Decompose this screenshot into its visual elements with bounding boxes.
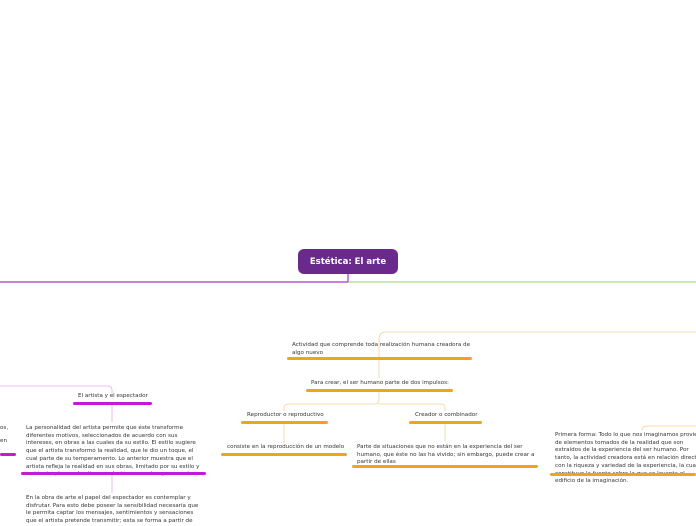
first-form-underline <box>550 473 696 476</box>
model-underline <box>221 453 347 456</box>
model-node[interactable]: consiste en la reproducción de un modelo <box>227 444 345 450</box>
first-form-node[interactable]: Primera forma: Todo lo que nos imaginamo… <box>555 432 696 485</box>
spectator-node[interactable]: En la obra de arte el papel del espectad… <box>26 495 199 525</box>
combinador-node[interactable]: Creador o combinador <box>415 412 478 418</box>
left-cut-node-2[interactable]: en <box>0 438 7 444</box>
impulses-node[interactable]: Para crear, el ser humano parte de dos i… <box>311 380 449 386</box>
artist-connector <box>0 385 113 393</box>
situations-underline <box>352 465 538 468</box>
combinador-connector <box>379 403 446 411</box>
central-topic[interactable]: Estética: El arte <box>298 249 398 274</box>
combinador-underline <box>409 421 482 424</box>
artist-personality-node[interactable]: La personalidad del artista permite que … <box>26 425 200 477</box>
artist-spectator-node[interactable]: El artista y el espectador <box>78 393 148 399</box>
reproductor-node[interactable]: Reproductor o reproductivo <box>247 412 324 418</box>
left-branch-line <box>0 274 349 283</box>
artist-personality-underline <box>21 472 206 475</box>
activity-underline <box>287 357 472 360</box>
activity-connector <box>378 331 696 358</box>
reproductor-underline <box>241 421 328 424</box>
reproductor-connector <box>283 390 380 411</box>
impulses-underline <box>306 389 453 392</box>
situations-node[interactable]: Parte de situaciones que no están en la … <box>357 444 535 466</box>
left-cut-node-1[interactable]: os, <box>0 425 9 431</box>
artist-spectator-underline <box>73 402 152 405</box>
first-form-connector <box>641 425 696 431</box>
central-topic-label: Estética: El arte <box>309 256 387 267</box>
activity-node[interactable]: Actividad que comprende toda realización… <box>292 342 471 356</box>
left-cut-underline <box>0 453 16 456</box>
